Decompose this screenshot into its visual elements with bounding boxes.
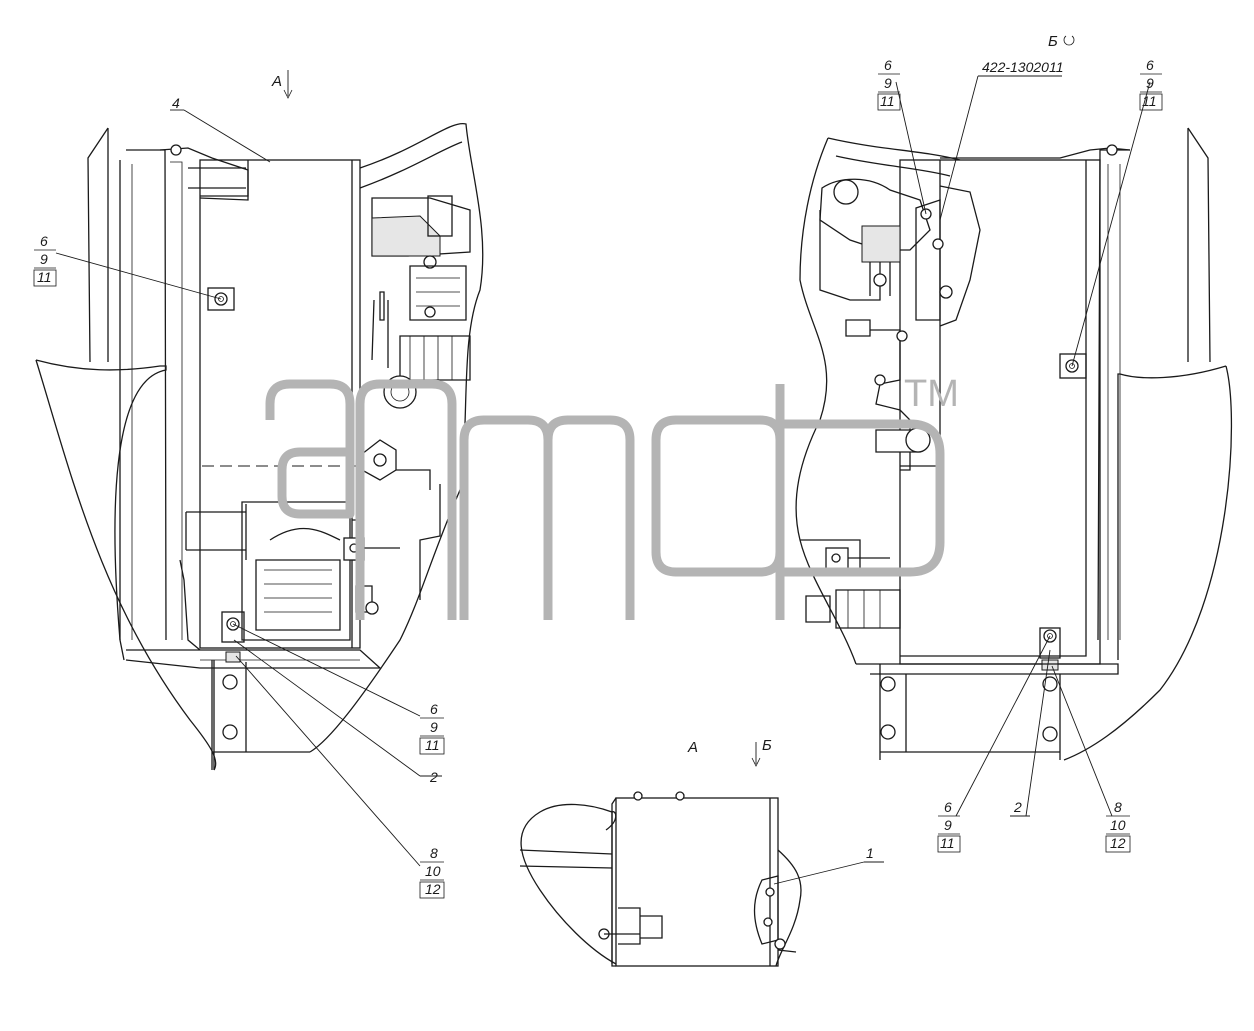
view-label-a-top: А: [271, 73, 282, 90]
callout-number: 9: [40, 251, 48, 267]
left-view: [35, 123, 484, 771]
callout-number: 10: [425, 863, 441, 879]
callout-number: 6: [884, 57, 892, 73]
callout-number: 6: [944, 799, 952, 815]
bottom-view: [519, 791, 802, 967]
callout-number: 10: [1110, 817, 1126, 833]
callout-number: 12: [425, 881, 441, 897]
callout-number: 8: [430, 845, 438, 861]
callout-number: 6: [40, 233, 48, 249]
callout-stack-right-upper-a: 6 9 11: [877, 57, 901, 111]
callout-item-2-right: 2: [1013, 799, 1022, 815]
callout-number: 8: [1114, 799, 1122, 815]
callout-number: 11: [1142, 93, 1157, 109]
callout-stack-left-lower-a: 6 9 11: [419, 701, 445, 755]
right-view: [795, 127, 1233, 761]
callout-stack-right-lower-b: 8 10 12: [1105, 799, 1131, 853]
callout-number: 6: [430, 701, 438, 717]
callout-item-4: 4: [172, 95, 180, 111]
callout-number: 9: [944, 817, 952, 833]
view-label-b-top: Б: [1048, 33, 1058, 50]
callout-number: 11: [37, 269, 52, 285]
watermark-tm: TM: [904, 373, 959, 415]
callout-number: 9: [430, 719, 438, 735]
callout-stack-right-upper-b: 6 9 11: [1139, 57, 1163, 111]
callout-number: 11: [425, 737, 440, 753]
leader-lines: [55, 35, 1151, 885]
callout-item-1: 1: [866, 845, 874, 861]
callout-labels: А Б А Б 422-1302011 4 2 2 1 6 9 11 6 9 1…: [33, 33, 1163, 899]
callout-item-2-left: 2: [429, 769, 438, 785]
callout-number: 11: [940, 835, 955, 851]
part-number-label: 422-1302011: [982, 59, 1063, 75]
callout-number: 11: [880, 93, 895, 109]
callout-stack-left-upper: 6 9 11: [33, 233, 57, 287]
callout-number: 12: [1110, 835, 1126, 851]
callout-number: 9: [1146, 75, 1154, 91]
view-label-a-bottom: А: [687, 739, 698, 756]
watermark-logo: TM: [265, 373, 959, 620]
callout-stack-left-lower-b: 8 10 12: [419, 845, 445, 899]
callout-number: 6: [1146, 57, 1154, 73]
callout-stack-right-lower-a: 6 9 11: [937, 799, 961, 853]
view-label-b-bottom: Б: [762, 737, 772, 754]
callout-number: 9: [884, 75, 892, 91]
